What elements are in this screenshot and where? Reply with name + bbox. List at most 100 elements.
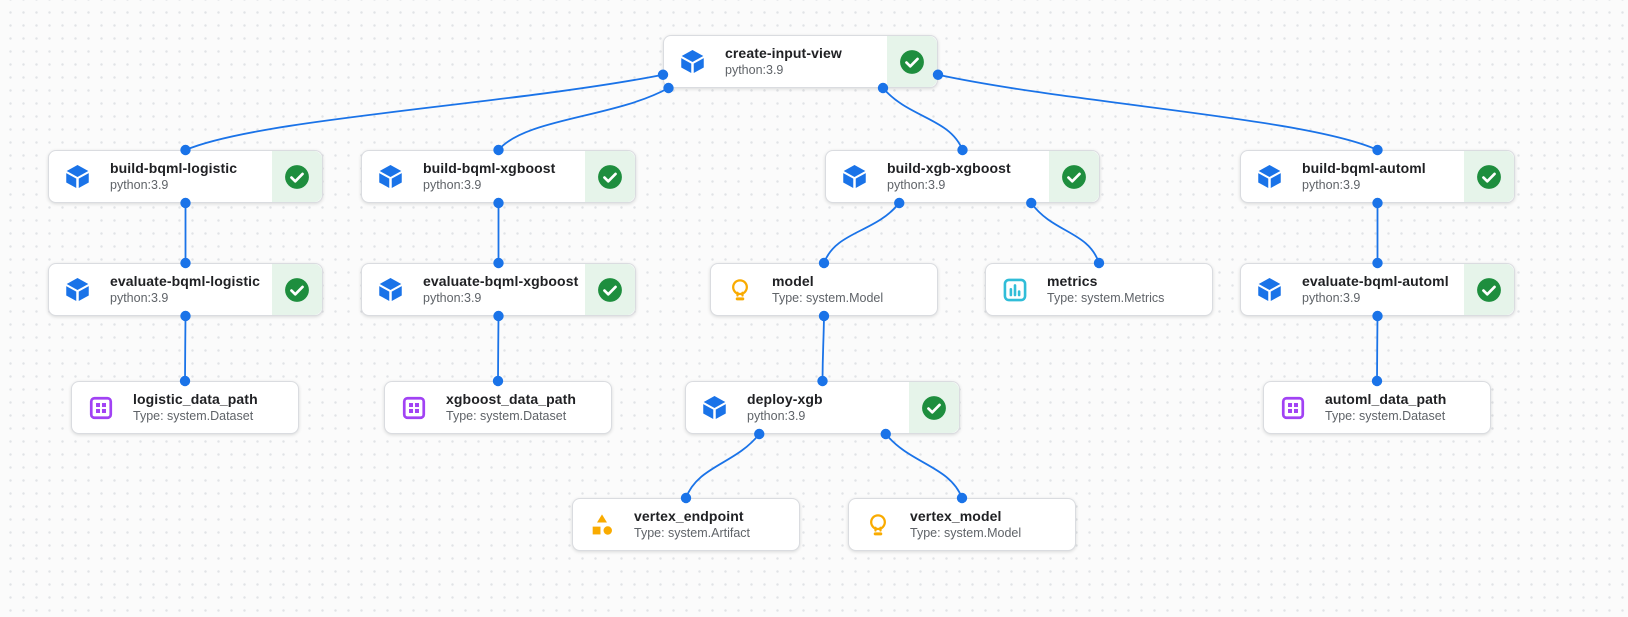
node-subtitle: Type: system.Model (910, 526, 1022, 541)
status-success-badge (887, 36, 937, 87)
edge-evaluate-bqml-automl-to-automl_data_path (1371, 310, 1383, 387)
node-title: metrics (1047, 272, 1098, 289)
node-text: xgboost_data_path Type: system.Dataset (446, 391, 576, 425)
model-lightbulb-icon (726, 276, 753, 303)
node-title: create-input-view (725, 44, 842, 61)
node-subtitle: Type: system.Metrics (1047, 291, 1165, 306)
dataset-grid-icon (87, 394, 114, 421)
edge-evaluate-bqml-logistic-to-logistic_data_path (179, 310, 191, 387)
node-title: evaluate-bqml-automl (1302, 272, 1449, 289)
check-circle-icon (1477, 164, 1501, 189)
edge-deploy-xgb-to-vertex_endpoint (680, 428, 765, 504)
edge-build-bqml-xgboost-to-evaluate-bqml-xgboost (493, 197, 504, 269)
edge-create-input-view-to-build-bqml-xgboost (493, 82, 674, 156)
edge-deploy-xgb-to-vertex_model (880, 428, 968, 504)
node-build-bqml-automl[interactable]: build-bqml-automl python:3.9 (1240, 150, 1515, 203)
node-evaluate-bqml-xgboost[interactable]: evaluate-bqml-xgboost python:3.9 (361, 263, 636, 316)
node-text: build-xgb-xgboost python:3.9 (887, 160, 1011, 194)
node-text: create-input-view python:3.9 (725, 45, 842, 79)
metrics-chart-icon (1001, 276, 1028, 303)
node-text: vertex_model Type: system.Model (910, 508, 1021, 542)
check-circle-icon (922, 395, 946, 420)
status-success-badge (1464, 151, 1514, 202)
node-subtitle: python:3.9 (423, 178, 482, 193)
component-cube-icon (377, 163, 404, 190)
edge-build-xgb-xgboost-to-metrics (1026, 197, 1105, 269)
status-success-badge (585, 151, 635, 202)
node-title: build-bqml-automl (1302, 159, 1426, 176)
node-text: evaluate-bqml-logistic python:3.9 (110, 273, 260, 307)
component-cube-icon (701, 394, 728, 421)
node-subtitle: Type: system.Dataset (446, 409, 567, 424)
edge-create-input-view-to-build-bqml-logistic (180, 69, 669, 156)
node-text: logistic_data_path Type: system.Dataset (133, 391, 258, 425)
node-text: automl_data_path Type: system.Dataset (1325, 391, 1446, 425)
node-text: model Type: system.Model (772, 273, 883, 307)
component-cube-icon (377, 276, 404, 303)
edge-build-xgb-xgboost-to-model (818, 197, 905, 269)
node-subtitle: python:3.9 (747, 409, 806, 424)
check-circle-icon (598, 277, 622, 302)
node-title: build-xgb-xgboost (887, 159, 1011, 176)
node-model[interactable]: model Type: system.Model (710, 263, 938, 316)
check-circle-icon (285, 277, 309, 302)
node-build-bqml-logistic[interactable]: build-bqml-logistic python:3.9 (48, 150, 323, 203)
node-evaluate-bqml-automl[interactable]: evaluate-bqml-automl python:3.9 (1240, 263, 1515, 316)
edge-evaluate-bqml-xgboost-to-xgboost_data_path (492, 310, 504, 387)
node-evaluate-bqml-logistic[interactable]: evaluate-bqml-logistic python:3.9 (48, 263, 323, 316)
node-subtitle: python:3.9 (725, 63, 784, 78)
node-text: evaluate-bqml-automl python:3.9 (1302, 273, 1449, 307)
component-cube-icon (1256, 276, 1283, 303)
node-title: vertex_endpoint (634, 507, 744, 524)
node-text: evaluate-bqml-xgboost python:3.9 (423, 273, 578, 307)
node-title: xgboost_data_path (446, 390, 577, 407)
status-success-badge (909, 382, 959, 433)
node-deploy-xgb[interactable]: deploy-xgb python:3.9 (685, 381, 960, 434)
status-success-badge (585, 264, 635, 315)
node-create-input-view[interactable]: create-input-view python:3.9 (663, 35, 938, 88)
edge-build-bqml-automl-to-evaluate-bqml-automl (1372, 197, 1383, 269)
node-subtitle: python:3.9 (1302, 291, 1361, 306)
model-lightbulb-icon (864, 511, 891, 538)
component-cube-icon (679, 48, 706, 75)
node-automl_data_path[interactable]: automl_data_path Type: system.Dataset (1263, 381, 1491, 434)
node-build-bqml-xgboost[interactable]: build-bqml-xgboost python:3.9 (361, 150, 636, 203)
component-cube-icon (64, 163, 91, 190)
dataset-grid-icon (400, 394, 427, 421)
node-xgboost_data_path[interactable]: xgboost_data_path Type: system.Dataset (384, 381, 612, 434)
node-subtitle: python:3.9 (887, 178, 946, 193)
node-subtitle: python:3.9 (110, 291, 169, 306)
node-subtitle: Type: system.Artifact (634, 526, 751, 541)
component-cube-icon (841, 163, 868, 190)
status-success-badge (1049, 151, 1099, 202)
edge-create-input-view-to-build-xgb-xgboost (877, 82, 968, 156)
node-text: vertex_endpoint Type: system.Artifact (634, 508, 750, 542)
check-circle-icon (598, 164, 622, 189)
node-vertex_model[interactable]: vertex_model Type: system.Model (848, 498, 1076, 551)
check-circle-icon (900, 49, 924, 74)
node-title: deploy-xgb (747, 390, 823, 407)
node-text: build-bqml-automl python:3.9 (1302, 160, 1426, 194)
node-title: model (772, 272, 814, 289)
node-subtitle: Type: system.Dataset (1325, 409, 1446, 424)
node-vertex_endpoint[interactable]: vertex_endpoint Type: system.Artifact (572, 498, 800, 551)
node-subtitle: python:3.9 (1302, 178, 1361, 193)
dataset-grid-icon (1279, 394, 1306, 421)
node-subtitle: Type: system.Dataset (133, 409, 254, 424)
node-title: build-bqml-logistic (110, 159, 238, 176)
node-title: vertex_model (910, 507, 1002, 524)
component-cube-icon (1256, 163, 1283, 190)
check-circle-icon (285, 164, 309, 189)
check-circle-icon (1477, 277, 1501, 302)
node-metrics[interactable]: metrics Type: system.Metrics (985, 263, 1213, 316)
node-build-xgb-xgboost[interactable]: build-xgb-xgboost python:3.9 (825, 150, 1100, 203)
node-title: logistic_data_path (133, 390, 258, 407)
component-cube-icon (64, 276, 91, 303)
node-text: build-bqml-logistic python:3.9 (110, 160, 237, 194)
artifact-shapes-icon (588, 511, 615, 538)
node-title: build-bqml-xgboost (423, 159, 556, 176)
status-success-badge (272, 264, 322, 315)
status-success-badge (1464, 264, 1514, 315)
node-logistic_data_path[interactable]: logistic_data_path Type: system.Dataset (71, 381, 299, 434)
